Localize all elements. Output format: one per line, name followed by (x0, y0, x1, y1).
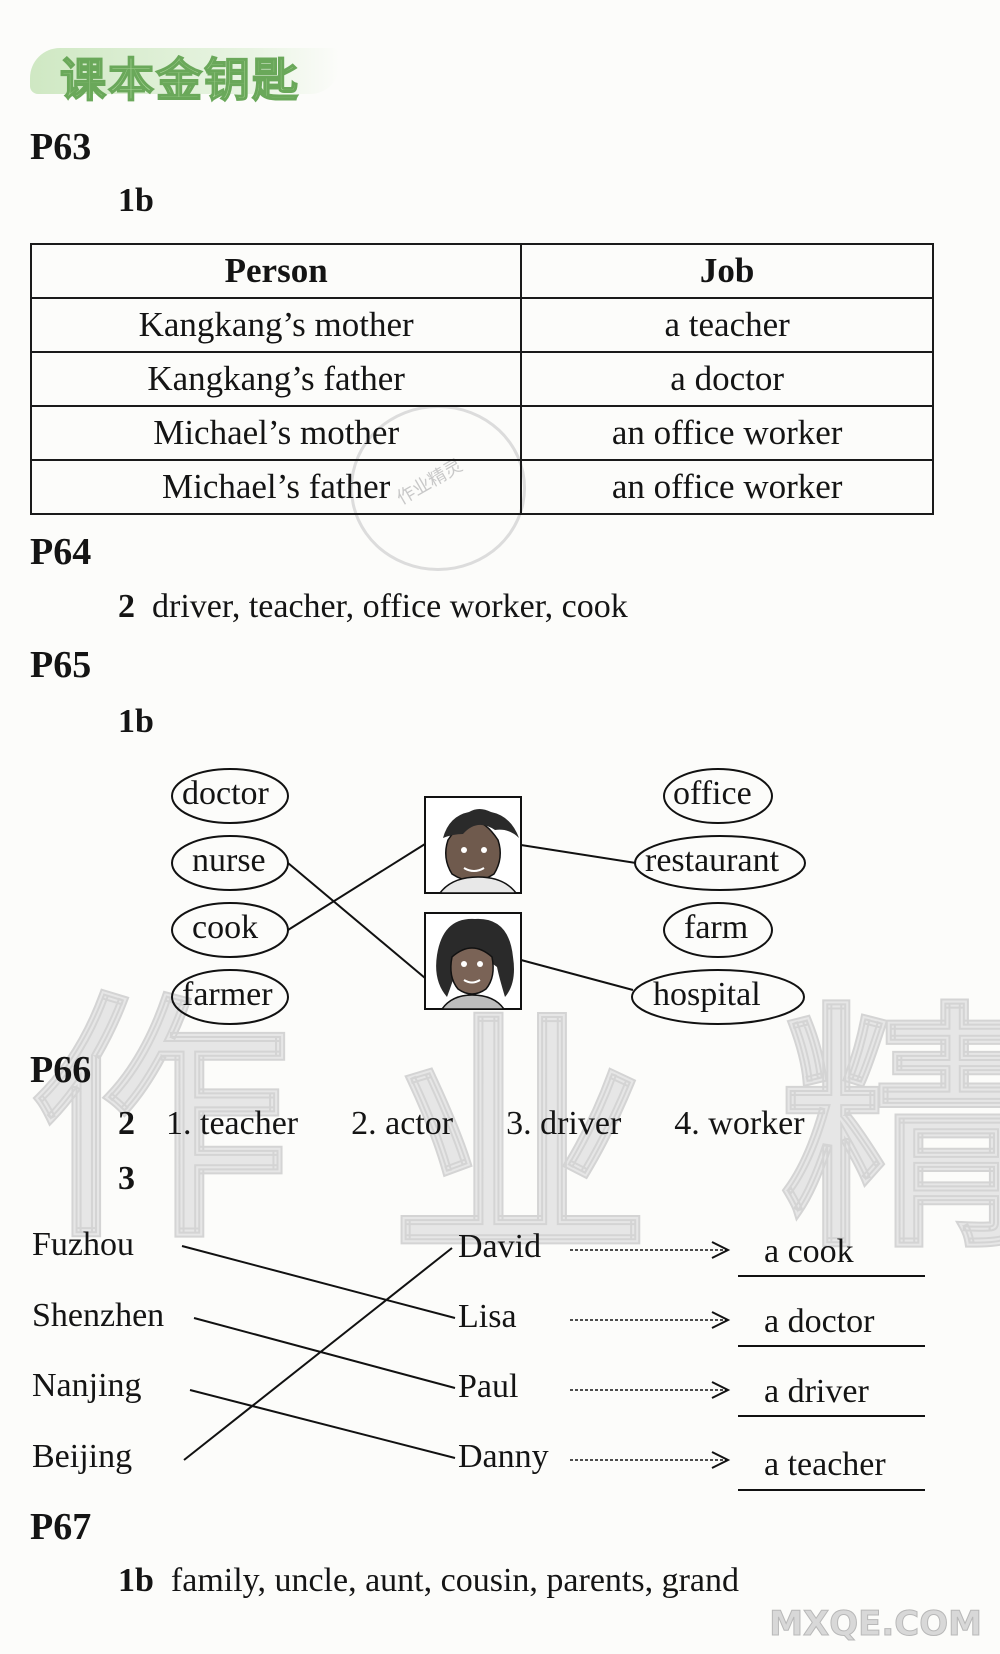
match-line-beijing-david (183, 1247, 453, 1461)
city-beijing: Beijing (32, 1438, 133, 1475)
city-nanjing: Nanjing (32, 1367, 142, 1404)
match-line-woman-hospital (520, 959, 634, 991)
exercise-label-p65-1b: 1b (118, 703, 154, 740)
page-label-p63: P63 (30, 126, 92, 168)
banner-ribbon (30, 48, 340, 94)
section-banner: 课本金钥匙 (30, 40, 340, 108)
match-line-shenzhen-paul (193, 1317, 456, 1389)
table-header-row: Person Job (29, 243, 934, 299)
word-restaurant: restaurant (645, 842, 780, 879)
page-label-p67: P67 (30, 1506, 92, 1548)
job-answer-lisa: a doctor (764, 1303, 875, 1340)
job-answer-david: a cook (764, 1233, 854, 1270)
portrait-man (424, 796, 522, 894)
p66-ex2-line: 2 1. teacher 2. actor 3. driver 4. worke… (118, 1105, 805, 1143)
arrow-lisa-job (570, 1311, 731, 1329)
arrow-paul-job (570, 1381, 731, 1399)
table-cell-job: an office worker (520, 459, 934, 515)
city-shenzhen: Shenzhen (32, 1297, 165, 1334)
exercise-label-p67-1b: 1b (118, 1562, 154, 1599)
ex2-item: 4. worker (674, 1105, 805, 1142)
table-row: Kangkang’s father a doctor (29, 351, 934, 407)
word-cook: cook (192, 909, 259, 946)
match-line-cook-man (287, 843, 426, 931)
oval-doctor (171, 768, 289, 824)
ex2-item: 2. actor (351, 1105, 454, 1142)
word-nurse: nurse (192, 842, 266, 879)
word-doctor: doctor (182, 775, 269, 812)
p64-answer: driver, teacher, office worker, cook (152, 588, 628, 625)
table-row: Michael’s father an office worker (29, 459, 934, 515)
exercise-number: 2 (118, 588, 135, 625)
match-line-nurse-woman (287, 862, 426, 979)
person-paul: Paul (458, 1368, 519, 1405)
match-line-fuzhou-lisa (181, 1245, 456, 1319)
exercise-number: 2 (118, 1105, 135, 1142)
person-job-table: Person Job Kangkang’s mother a teacher K… (29, 243, 934, 515)
word-office: office (673, 775, 752, 812)
portrait-woman (424, 912, 522, 1010)
table-cell-person: Michael’s father (29, 459, 523, 515)
job-answer-paul: a driver (764, 1373, 869, 1410)
p64-answer-line: 2 driver, teacher, office worker, cook (118, 588, 628, 626)
oval-office (663, 768, 773, 824)
oval-farmer (171, 969, 289, 1025)
city-fuzhou: Fuzhou (32, 1226, 134, 1263)
exercise-label-p63-1b: 1b (118, 182, 154, 219)
ex2-item: 1. teacher (166, 1105, 299, 1142)
table-header-person: Person (29, 243, 523, 299)
table-cell-job: an office worker (520, 405, 934, 461)
table-cell-person: Kangkang’s mother (29, 297, 523, 353)
banner-title: 课本金钥匙 (59, 52, 300, 108)
person-david: David (458, 1228, 542, 1265)
table-row: Kangkang’s mother a teacher (29, 297, 934, 353)
word-hospital: hospital (653, 976, 761, 1013)
match-line-man-restaurant (520, 844, 637, 864)
exercise-label-p66-3: 3 (118, 1160, 135, 1197)
person-danny: Danny (458, 1438, 549, 1475)
table-header-job: Job (520, 243, 934, 299)
page-label-p66: P66 (30, 1049, 92, 1091)
ex2-item: 3. driver (506, 1105, 622, 1142)
oval-hospital (631, 969, 805, 1025)
table-cell-job: a teacher (520, 297, 934, 353)
oval-farm (663, 902, 773, 958)
page-label-p64: P64 (30, 531, 92, 573)
match-line-nanjing-danny (189, 1389, 456, 1459)
table-cell-job: a doctor (520, 351, 934, 407)
table-cell-person: Kangkang’s father (29, 351, 523, 407)
arrow-danny-job (570, 1451, 731, 1469)
person-lisa: Lisa (458, 1298, 517, 1335)
arrow-david-job (570, 1241, 731, 1259)
job-answer-danny: a teacher (764, 1446, 886, 1483)
p67-answer-line: 1b family, uncle, aunt, cousin, parents,… (118, 1562, 739, 1600)
site-watermark: MXQE.COM (769, 1604, 983, 1645)
page-label-p65: P65 (30, 644, 92, 686)
table-cell-person: Michael’s mother (29, 405, 523, 461)
word-farmer: farmer (182, 976, 273, 1013)
table-row: Michael’s mother an office worker (29, 405, 934, 461)
p67-answer: family, uncle, aunt, cousin, parents, gr… (170, 1562, 739, 1599)
word-farm: farm (684, 909, 749, 946)
